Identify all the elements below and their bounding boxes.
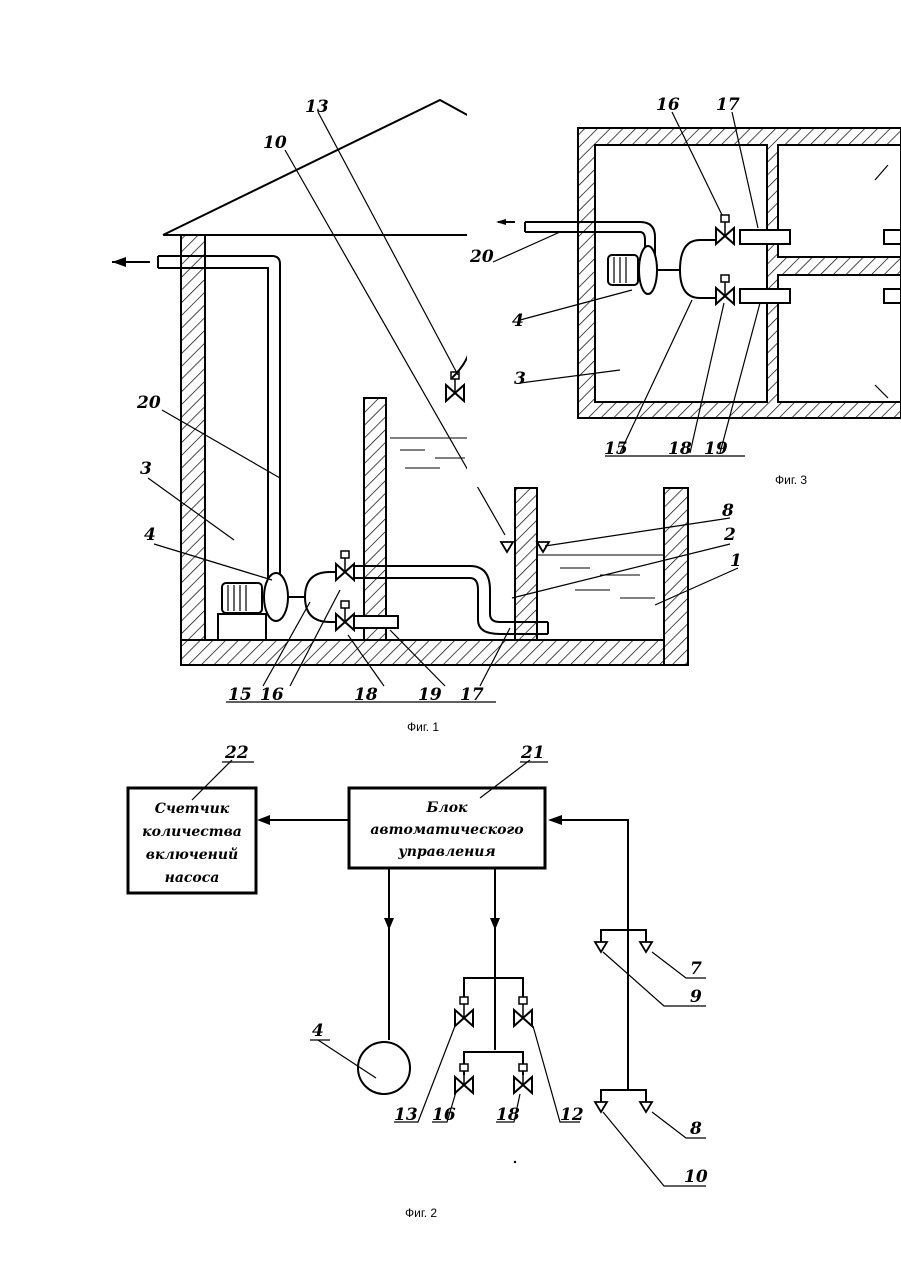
label-22: 22 [224,743,249,763]
caption-fig-3: Фиг. 3 [775,473,807,487]
chamber-upper [778,145,901,257]
label-3: 3 [140,459,152,479]
label-8-fig2: 8 [689,1119,702,1139]
label-4-fig3: 4 [512,311,524,331]
sensor-8 [537,542,549,552]
label-17-fig3: 17 [716,95,740,115]
inner-wall [515,488,537,640]
label-20-fig3: 20 [469,247,494,267]
discharge-pipe-inner [158,268,268,580]
pipe-19 [354,616,398,628]
pump-base [218,614,266,640]
valve-18 [336,601,354,630]
control-line-3: управления [397,844,495,860]
label-9: 9 [690,987,702,1007]
label-12: 12 [560,1105,584,1125]
valve-12-fig2 [514,997,532,1026]
pump-body [264,573,288,621]
counter-line-3: включений [146,846,238,863]
caption-fig-1: Фиг. 1 [407,720,439,734]
chamber-lower [778,275,901,402]
figure-2: Счетчик количества включений насоса Блок… [128,743,708,1220]
pump-motor-fig3 [608,255,638,285]
label-18-fig3: 18 [668,439,692,459]
sensor-7 [640,942,652,952]
figure-3: 16 17 20 4 3 15 18 19 Фиг. 3 [467,95,901,487]
label-10-fig2: 10 [684,1167,708,1187]
label-1: 1 [730,551,742,571]
label-16-fig2: 16 [432,1105,456,1125]
partition-wall [364,398,386,640]
label-13-fig2: 13 [394,1105,418,1125]
sensor-10-fig2 [595,1102,607,1112]
label-2: 2 [723,525,736,545]
sensor-9 [595,942,607,952]
counter-line-2: количества [142,824,242,840]
label-13: 13 [305,97,329,117]
left-wall [181,235,205,665]
control-line-1: Блок [425,800,468,816]
label-8: 8 [721,501,734,521]
caption-fig-2: Фиг. 2 [405,1206,437,1220]
sensor-8-fig2 [640,1102,652,1112]
label-21: 21 [520,743,545,763]
label-18-fig2: 18 [496,1105,520,1125]
floor [181,640,688,665]
valve-16 [336,551,354,580]
pipe-17-fig3 [740,230,790,244]
right-wall [664,488,688,665]
label-19-fig3: 19 [704,439,728,459]
valve-18-fig2 [514,1064,532,1093]
label-4-fig2: 4 [312,1021,324,1041]
control-line-2: автоматического [370,822,523,838]
counter-line-1: Счетчик [155,801,230,817]
sensor-10 [501,542,513,552]
label-16-fig3: 16 [656,95,680,115]
label-7: 7 [690,959,702,979]
counter-line-4: насоса [165,870,220,886]
label-3-fig3: 3 [514,369,526,389]
label-20: 20 [136,393,161,413]
label-4: 4 [144,525,156,545]
valve-13-fig2 [455,997,473,1026]
valve-16-fig2 [455,1064,473,1093]
pump-symbol [358,1042,410,1094]
valve-13 [446,372,464,401]
label-10: 10 [263,133,287,153]
pipe-19-fig3 [740,289,790,303]
label-15-fig3: 15 [604,439,628,459]
